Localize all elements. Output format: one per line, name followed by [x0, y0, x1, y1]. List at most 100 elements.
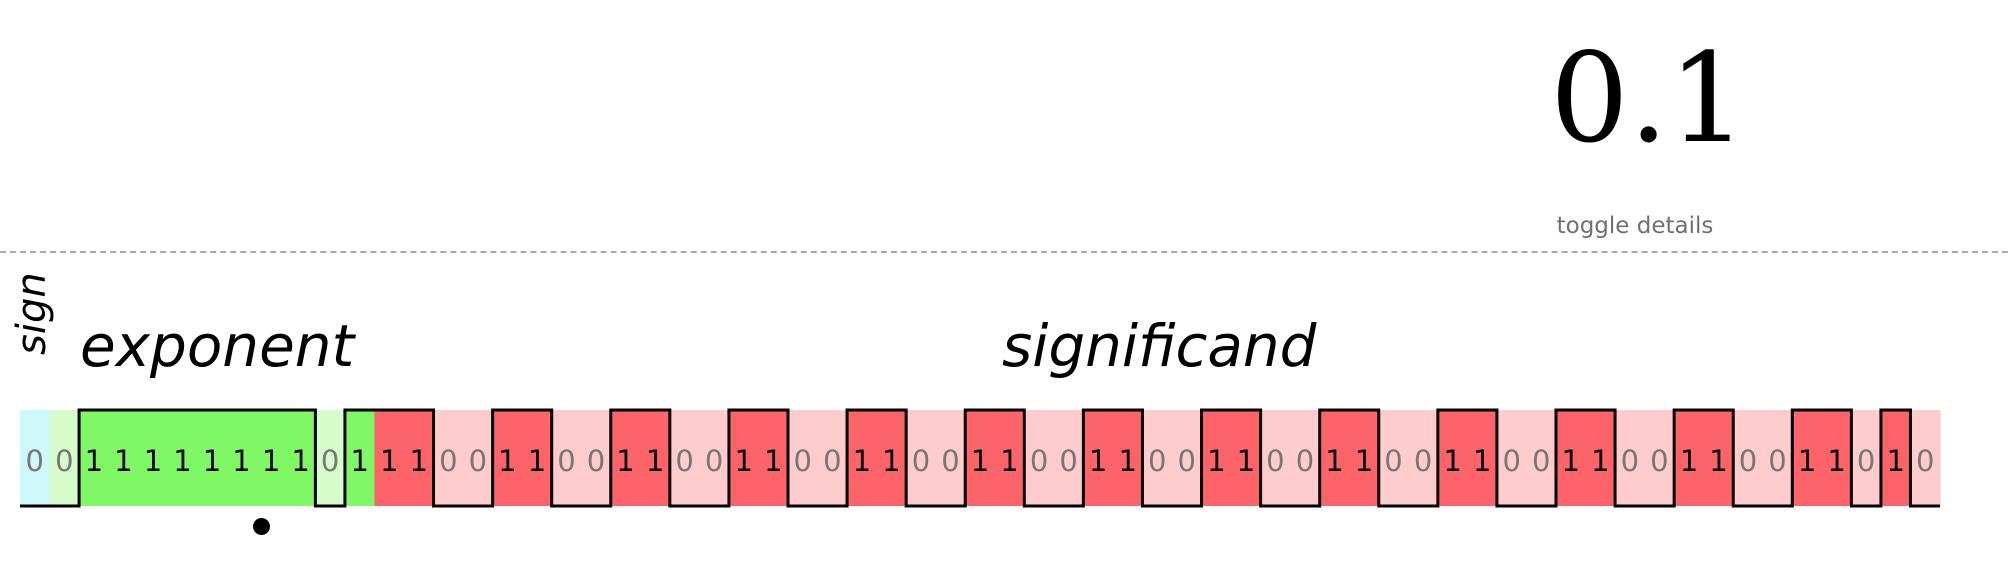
bit-cell	[1378, 410, 1409, 506]
bit-cell	[20, 410, 51, 506]
bit-cell	[463, 410, 494, 506]
bit-cell	[1496, 410, 1528, 506]
bit-digit: 1	[734, 444, 752, 478]
bit-cell	[1703, 410, 1734, 506]
bit-cell	[1733, 410, 1764, 506]
bit-digit: 1	[646, 444, 664, 478]
bit-digit: 0	[941, 444, 959, 478]
bit-digit: 1	[1207, 444, 1225, 478]
bit-digit: 1	[85, 444, 103, 478]
bit-cell	[1674, 410, 1705, 506]
bit-digit: 0	[1414, 444, 1432, 478]
bit-cell	[1821, 410, 1852, 506]
bit-cell	[1231, 410, 1262, 506]
exponent-label: exponent	[80, 312, 355, 380]
bit-cell	[197, 410, 228, 506]
bit-digit: 0	[705, 444, 723, 478]
bit-cell	[1644, 410, 1675, 506]
bit-cell	[138, 410, 169, 506]
bit-digit: 0	[1266, 444, 1284, 478]
bit-cell	[906, 410, 937, 506]
bit-digit: 0	[1768, 444, 1786, 478]
bit-digit: 1	[1886, 444, 1904, 478]
bit-cell	[1142, 410, 1173, 506]
bit-cell	[1762, 410, 1793, 506]
bit-digit: 0	[1296, 444, 1314, 478]
bit-cell	[551, 410, 582, 506]
bit-cell	[1467, 410, 1498, 506]
bit-digit: 1	[350, 444, 368, 478]
bit-digit: 1	[1798, 444, 1816, 478]
bit-digit: 1	[1591, 444, 1609, 478]
bit-cell	[108, 410, 139, 506]
bit-digit: 0	[1178, 444, 1196, 478]
bit-digit: 1	[764, 444, 782, 478]
section-divider	[0, 251, 2008, 253]
bit-cell	[1083, 410, 1114, 506]
bit-cell	[79, 410, 110, 506]
bit-cell	[256, 410, 287, 506]
bit-digit: 1	[1325, 444, 1343, 478]
bit-digit: 1	[232, 444, 250, 478]
bit-digit: 0	[1739, 444, 1757, 478]
bit-digit: 1	[144, 444, 162, 478]
bit-cell	[1319, 410, 1350, 506]
bit-cell	[935, 410, 966, 506]
bit-cell	[433, 410, 464, 506]
bit-digit: 0	[1621, 444, 1639, 478]
bit-cell	[1172, 410, 1203, 506]
bit-digit: 1	[528, 444, 546, 478]
bit-cell	[344, 410, 376, 506]
bit-digit: 1	[1443, 444, 1461, 478]
bit-cell	[1910, 410, 1941, 506]
decimal-point-marker	[253, 518, 270, 535]
bit-cell	[1201, 410, 1232, 506]
bit-digit: 0	[469, 444, 487, 478]
bit-digit: 1	[1473, 444, 1491, 478]
bit-cell	[876, 410, 907, 506]
bit-digit: 0	[321, 444, 339, 478]
bit-cell	[1615, 410, 1646, 506]
bit-cell	[522, 410, 553, 506]
bit-cell	[1585, 410, 1616, 506]
bit-cell	[167, 410, 198, 506]
bit-cell	[1290, 410, 1321, 506]
bit-cell	[669, 410, 700, 506]
bit-cell	[581, 410, 612, 506]
bit-digit: 0	[1030, 444, 1048, 478]
significand-label: significand	[1002, 312, 1317, 380]
bit-cell	[847, 410, 878, 506]
bit-cell	[374, 410, 405, 506]
bit-cell	[965, 410, 996, 506]
bit-digit: 1	[1827, 444, 1845, 478]
bit-cell	[1024, 410, 1055, 506]
bit-digit: 0	[55, 444, 73, 478]
bit-digit: 0	[1384, 444, 1402, 478]
bit-digit: 1	[971, 444, 989, 478]
bit-cell	[49, 410, 80, 506]
bit-digit: 1	[203, 444, 221, 478]
toggle-details-link[interactable]: toggle details	[1556, 213, 1714, 239]
bit-digit: 0	[823, 444, 841, 478]
bit-cell	[1556, 410, 1587, 506]
bit-digit: 1	[262, 444, 280, 478]
bit-cell	[404, 410, 435, 506]
bit-digit: 1	[1089, 444, 1107, 478]
bit-digit: 1	[853, 444, 871, 478]
bit-cell	[699, 410, 730, 506]
bit-digit: 1	[114, 444, 132, 478]
bit-cell	[226, 410, 257, 506]
bit-digit: 1	[380, 444, 398, 478]
bit-digit: 1	[1118, 444, 1136, 478]
bit-cell	[1053, 410, 1084, 506]
bit-cell	[610, 410, 641, 506]
bit-cell	[788, 410, 819, 506]
bit-digit: 0	[439, 444, 457, 478]
bit-digit: 0	[1857, 444, 1875, 478]
bit-digit: 0	[1916, 444, 1934, 478]
bit-cell	[285, 410, 316, 506]
bit-cell	[1260, 410, 1291, 506]
bit-cell	[758, 410, 789, 506]
bit-digit: 1	[410, 444, 428, 478]
